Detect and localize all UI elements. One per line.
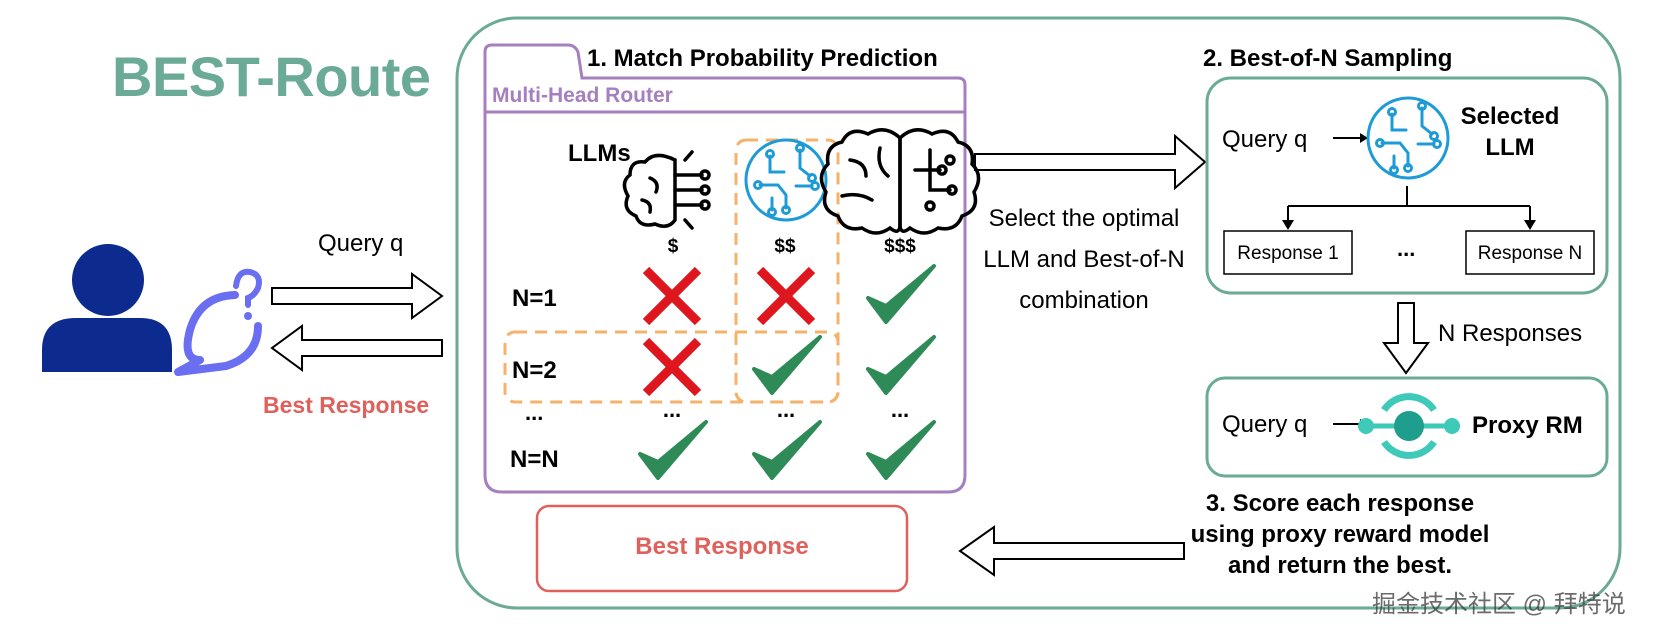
query-label: Query q (318, 230, 404, 257)
cross-icon (642, 266, 702, 326)
check-icon (866, 420, 936, 480)
main-container (455, 16, 1622, 610)
ellipsis-mark: ... (777, 397, 795, 422)
step3-line-1: 3. Score each response (1205, 490, 1475, 517)
cross-icon (642, 337, 702, 397)
response-1-box (1223, 230, 1353, 275)
middle-text-line-3: combination (1019, 287, 1149, 314)
row-label-ellipsis: ... (525, 400, 544, 425)
middle-text-line-2: LLM and Best-of-N (983, 246, 1185, 273)
check-icon (752, 335, 822, 395)
proxy-rm-icon (1358, 393, 1460, 459)
cross-icon (756, 266, 816, 326)
router-section-title: 1. Match Probability Prediction (587, 45, 938, 72)
row-label-n1: N=1 (512, 285, 557, 312)
diagram-title: BEST-Route (112, 45, 431, 108)
router-marks-grid: ......... (638, 264, 936, 480)
check-icon (866, 335, 936, 395)
best-response-box (535, 504, 909, 593)
cost-label-1: $ (667, 236, 679, 257)
step3-line-3: and return the best. (1227, 552, 1453, 579)
check-icon (638, 420, 708, 480)
row-label-nn: N=N (510, 446, 559, 473)
n-responses-arrow-down (1382, 302, 1430, 375)
return-arrow-left (958, 525, 1185, 577)
middle-text-line-1: Select the optimal (988, 205, 1180, 232)
response-1-label: Response 1 (1237, 243, 1339, 264)
router-box-label: Multi-Head Router (492, 84, 673, 107)
selected-llm-line-1: Selected (1460, 103, 1560, 130)
response-n-box (1465, 230, 1595, 275)
proxy-box (1205, 376, 1609, 478)
step3-line-2: using proxy reward model (1190, 521, 1490, 548)
question-bubble-icon (174, 268, 262, 376)
proxy-query-label: Query q (1222, 411, 1308, 438)
responses-ellipsis: ... (1397, 236, 1416, 261)
response-n-label: Response N (1477, 243, 1583, 264)
sampling-section-title: 2. Best-of-N Sampling (1203, 45, 1453, 72)
selected-llm-circuit-icon (1366, 96, 1450, 180)
check-icon (752, 420, 822, 480)
cost-label-3: $$$ (884, 236, 916, 257)
n-responses-label: N Responses (1438, 320, 1583, 347)
best-response-label: Best Response (263, 392, 430, 418)
select-arrow-right (974, 133, 1207, 191)
cost-label-2: $$ (774, 236, 796, 257)
user-icon (42, 244, 172, 372)
response-arrow-left (270, 324, 443, 372)
sampling-box (1205, 76, 1609, 295)
llm-small-brain-icon (622, 150, 711, 230)
router-box (483, 43, 967, 494)
llm-large-brain-icon (819, 128, 981, 235)
step3-text: 3. Score each response using proxy rewar… (1190, 488, 1490, 581)
llms-label: LLMs (568, 140, 631, 167)
selected-llm-label: Selected LLM (1448, 101, 1572, 163)
highlight-row-n2 (503, 330, 840, 404)
watermark: 掘金技术社区 @ 拜特说 (1372, 591, 1626, 618)
proxy-rm-label: Proxy RM (1472, 412, 1583, 439)
sampling-query-label: Query q (1222, 126, 1308, 153)
query-arrow-right (271, 272, 444, 320)
llm-medium-circuit-icon (744, 138, 828, 222)
check-icon (866, 264, 936, 324)
selected-llm-line-2: LLM (1485, 134, 1535, 161)
best-response-box-label: Best Response (635, 533, 809, 560)
ellipsis-mark: ... (891, 397, 909, 422)
row-label-n2: N=2 (512, 357, 557, 384)
middle-text: Select the optimal LLM and Best-of-N com… (968, 198, 1200, 321)
ellipsis-mark: ... (663, 397, 681, 422)
